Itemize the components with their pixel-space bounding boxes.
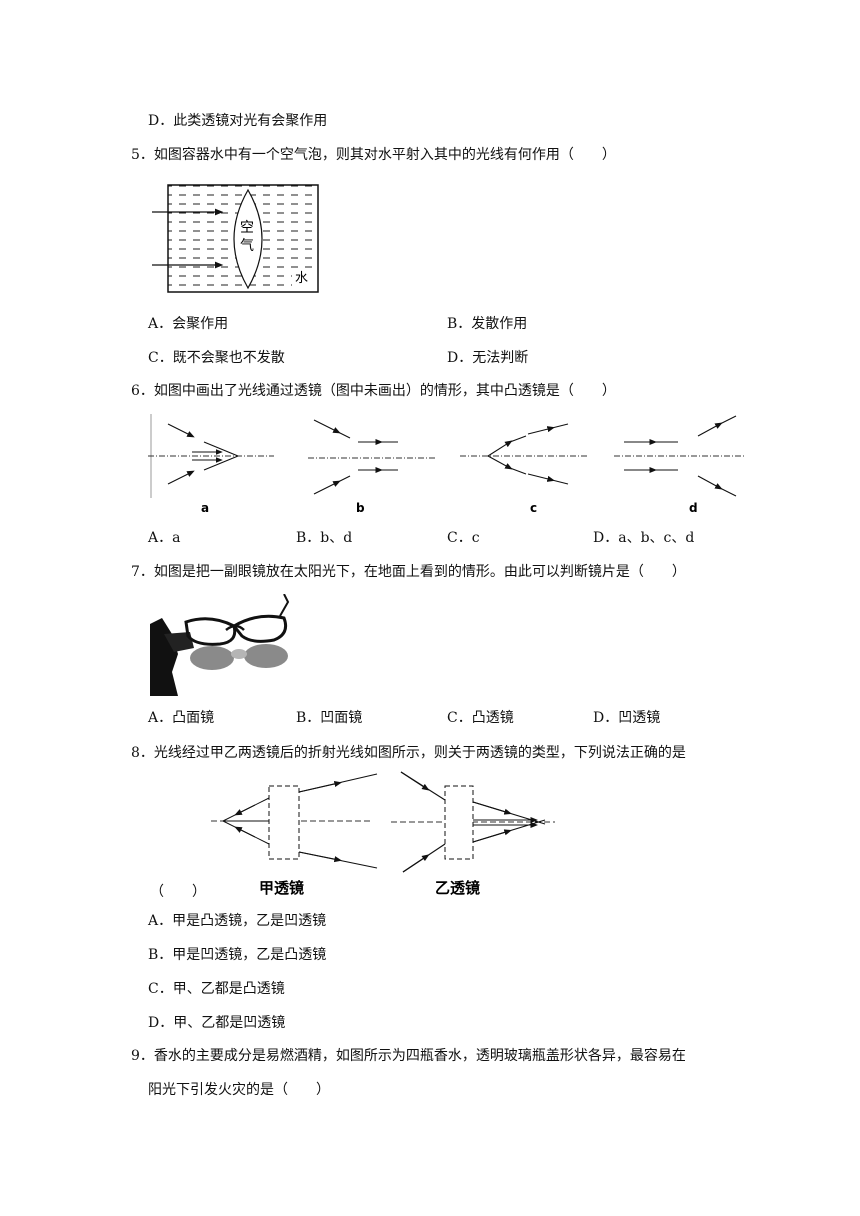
q8-label-jia: 甲透镜 [259,879,304,897]
q6-label-c: c [530,501,537,515]
q8-stem: 8．光线经过甲乙两透镜后的折射光线如图所示，则关于两透镜的类型，下列说法正确的是 [131,745,686,761]
q6-option-c: C．c [447,530,480,546]
q8-lens-jia: 甲透镜 [211,773,378,897]
q6-diagram-c: c [460,423,588,515]
q5-label-air-2: 气 [240,238,254,254]
q7-photo [150,593,300,700]
q4-option-d: D．此类透镜对光有会聚作用 [148,113,328,129]
q8-option-c: C．甲、乙都是凸透镜 [148,981,285,997]
q6-diagram-d: d [614,415,744,515]
q6-diagram-a: a [148,423,274,515]
q5-label-air-1: 空 [240,220,254,236]
q8-lens-yi: 乙透镜 [391,771,555,897]
q9-stem-line1: 9．香水的主要成分是易燃酒精，如图所示为四瓶香水，透明玻璃瓶盖形状各异，最容易在 [131,1048,686,1064]
q7-option-a: A．凸面镜 [148,710,215,726]
q6-stem: 6．如图中画出了光线通过透镜（图中未画出）的情形，其中凸透镜是（ ） [131,383,616,399]
q6-label-a: a [201,501,209,515]
q8-option-a: A．甲是凸透镜，乙是凹透镜 [148,913,327,929]
q6-option-d: D．a、b、c、d [593,530,695,546]
q5-figure: 空 气 水 [150,182,325,301]
q7-option-b: B．凹面镜 [296,710,363,726]
q6-label-d: d [689,501,698,515]
q5-option-a: A．会聚作用 [148,316,229,332]
q8-figure: 甲透镜 乙透镜 [205,768,565,902]
q8-option-d: D．甲、乙都是凹透镜 [148,1015,286,1031]
q6-diagram-b: b [308,419,436,515]
q5-stem: 5．如图容器水中有一个空气泡，则其对水平射入其中的光线有何作用（ ） [131,147,616,163]
q5-option-b: B．发散作用 [447,316,528,332]
q7-stem: 7．如图是把一副眼镜放在太阳光下，在地面上看到的情形。由此可以判断镜片是（ ） [131,564,686,580]
q7-option-c: C．凸透镜 [447,710,514,726]
q8-label-yi: 乙透镜 [435,879,480,897]
q5-option-d: D．无法判断 [447,350,529,366]
q8-paren: （ ） [150,884,206,900]
q5-option-c: C．既不会聚也不发散 [148,350,285,366]
q6-figure: a b c [148,412,748,524]
q6-option-b: B．b、d [296,530,353,546]
q6-label-b: b [356,501,365,515]
q7-option-d: D．凹透镜 [593,710,661,726]
q5-label-water: 水 [295,271,308,286]
q6-option-a: A．a [148,530,181,546]
q8-option-b: B．甲是凹透镜，乙是凸透镜 [148,947,327,963]
q9-stem-line2: 阳光下引发火灾的是（ ） [148,1082,330,1098]
